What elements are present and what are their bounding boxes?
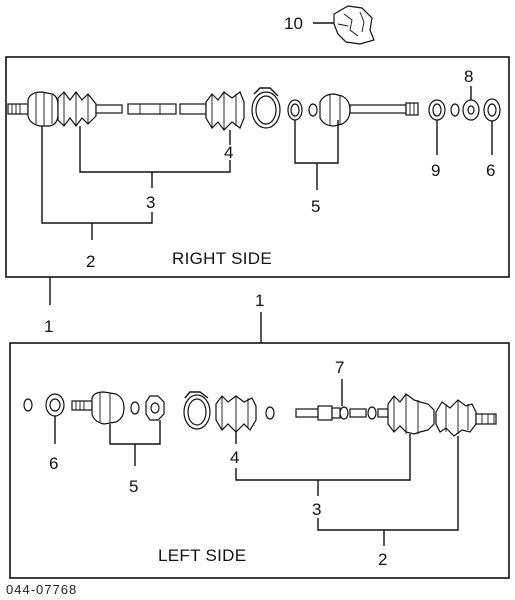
left-outer-boot	[387, 393, 435, 435]
left-callout-4: 4	[230, 448, 239, 467]
right-callout-2: 2	[86, 252, 95, 271]
left-washer	[23, 398, 33, 412]
left-callout-7: 7	[335, 358, 344, 377]
right-leader-lines	[41, 86, 493, 240]
right-side-title: RIGHT SIDE	[172, 249, 272, 268]
right-inner-boot-4	[205, 91, 245, 131]
left-side-title: LEFT SIDE	[158, 546, 246, 565]
left-callout-3: 3	[312, 500, 321, 519]
right-boot-clamp	[251, 87, 281, 129]
left-boot-clamp	[183, 391, 211, 430]
left-cap-6	[45, 393, 65, 417]
figure-code: 044-07768	[6, 582, 77, 597]
callout-10: 10	[284, 14, 303, 33]
right-cap-6	[483, 98, 501, 122]
right-seal-9	[428, 99, 446, 121]
left-side-panel	[9, 342, 510, 579]
right-washer	[450, 103, 460, 117]
right-inner-joint	[319, 93, 419, 127]
left-callout-5: 5	[129, 477, 138, 496]
right-callout-9: 9	[431, 161, 440, 180]
left-inner-joint-5	[91, 391, 165, 425]
callout-1-left: 1	[255, 291, 264, 310]
callout-1-right: 1	[44, 317, 53, 336]
right-ring-group-5	[287, 99, 318, 121]
right-callout-8: 8	[464, 67, 473, 86]
left-inner-boot-4	[215, 395, 275, 433]
right-callout-3: 3	[146, 193, 155, 212]
right-side-panel	[5, 56, 510, 278]
left-shaft-stub	[71, 400, 93, 411]
left-shaft-assembly	[295, 405, 389, 421]
left-leader-lines	[54, 379, 459, 546]
right-callout-5: 5	[311, 197, 320, 216]
bracket-part-10	[333, 5, 375, 45]
right-nut-8	[462, 99, 480, 121]
left-outer-joint	[435, 399, 497, 437]
left-callout-2: 2	[378, 550, 387, 569]
right-callout-6: 6	[486, 161, 495, 180]
left-callout-6: 6	[49, 454, 58, 473]
right-callout-4: 4	[224, 143, 233, 162]
right-shaft-assembly	[7, 91, 207, 127]
